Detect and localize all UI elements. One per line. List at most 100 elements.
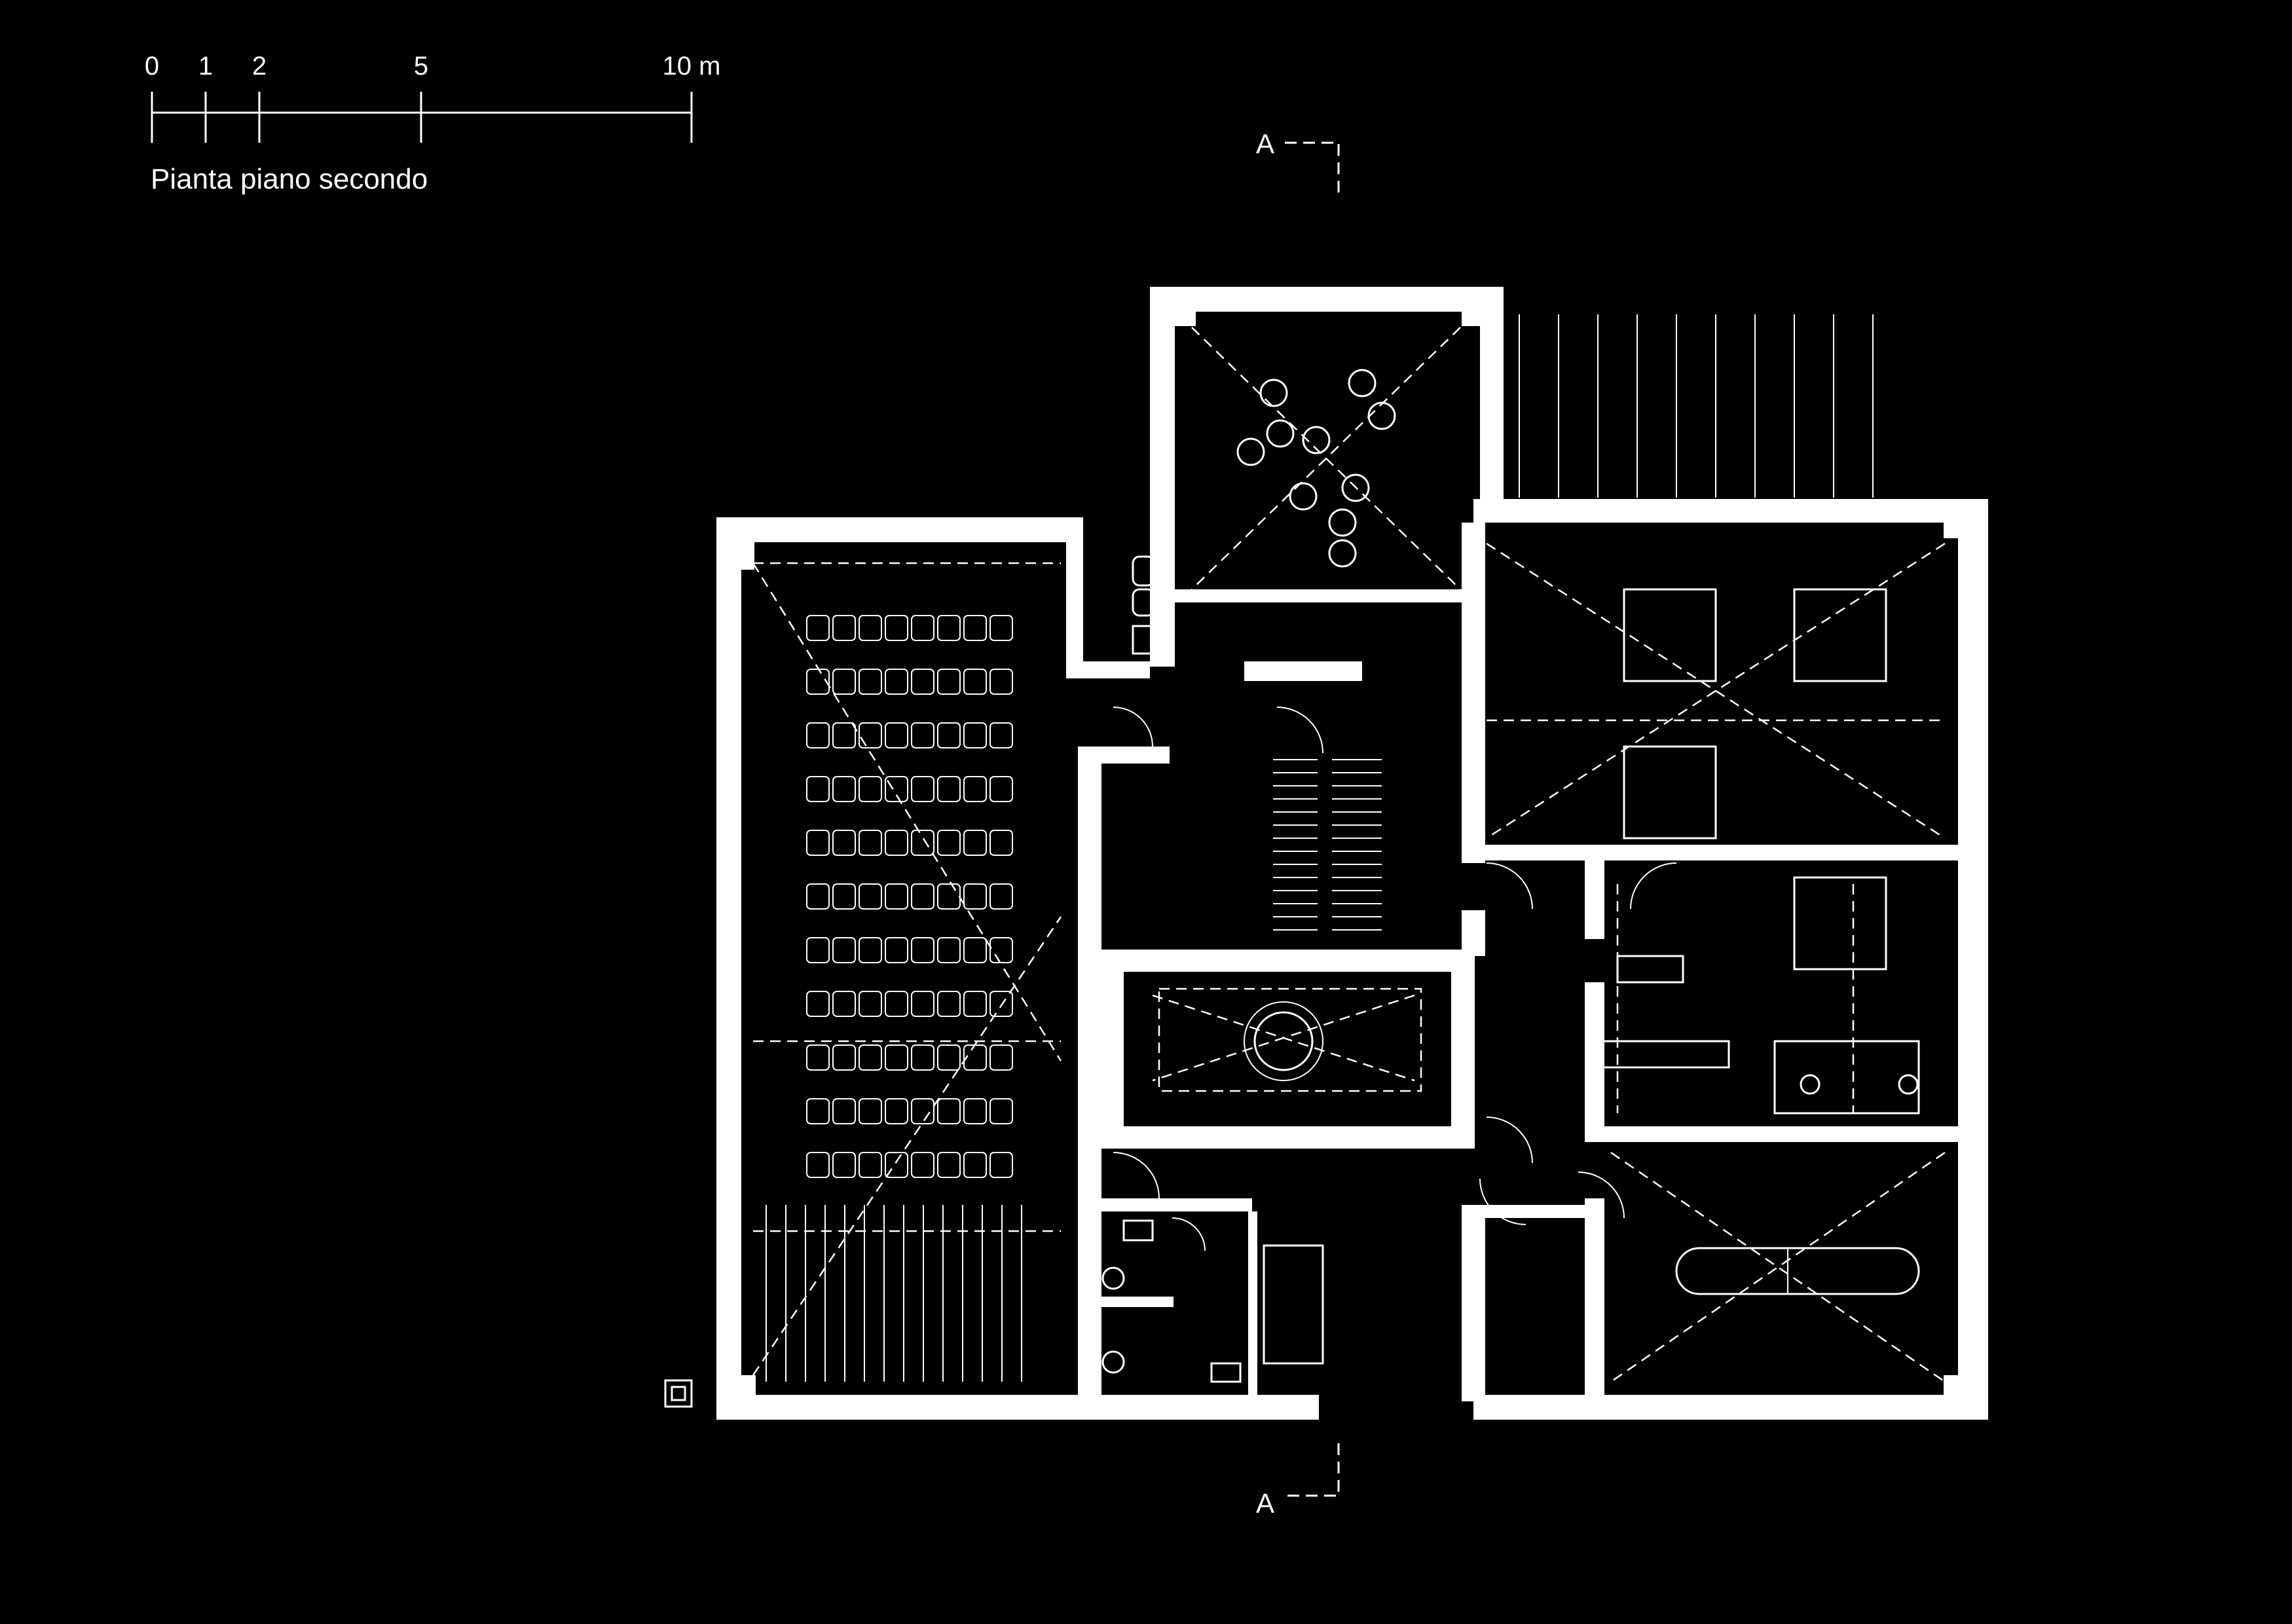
seat <box>937 883 961 910</box>
main-staircase <box>1273 759 1382 931</box>
seat <box>885 883 908 910</box>
seat <box>963 830 987 856</box>
seat <box>832 883 856 910</box>
terrace-hatch <box>1519 314 1874 498</box>
seat <box>937 722 961 748</box>
seat <box>963 776 987 802</box>
seat <box>937 991 961 1017</box>
seat <box>832 722 856 748</box>
seat <box>963 615 987 641</box>
seat <box>989 1098 1013 1124</box>
section-line-bottom <box>1285 1443 1340 1497</box>
seat <box>963 1098 987 1124</box>
section-label-top: A <box>1256 128 1274 159</box>
scale-label-0: 0 <box>145 52 159 81</box>
seat <box>911 1152 934 1178</box>
seat <box>963 883 987 910</box>
seat <box>937 830 961 856</box>
lecture-hall-steps <box>766 1205 1022 1382</box>
sofa <box>1263 1244 1324 1365</box>
seat <box>989 937 1013 963</box>
seat <box>832 1098 856 1124</box>
seat <box>806 722 830 748</box>
seat <box>885 1098 908 1124</box>
seat <box>832 669 856 695</box>
seat <box>806 937 830 963</box>
seat <box>859 830 882 856</box>
seat <box>885 722 908 748</box>
seat <box>806 776 830 802</box>
seat <box>885 830 908 856</box>
seat <box>859 883 882 910</box>
seat <box>885 776 908 802</box>
seat <box>937 1044 961 1071</box>
lecture-hall-seating <box>806 615 1013 1178</box>
scale-label-2: 2 <box>252 52 267 81</box>
seat <box>885 1044 908 1071</box>
seat <box>859 615 882 641</box>
seat <box>911 883 934 910</box>
bathroom-fixtures <box>1101 555 1242 1383</box>
seat <box>937 1152 961 1178</box>
seat <box>885 1152 908 1178</box>
seat <box>989 991 1013 1017</box>
seat <box>885 937 908 963</box>
seat <box>911 991 934 1017</box>
seat <box>989 1152 1013 1178</box>
seat <box>937 937 961 963</box>
seat <box>989 669 1013 695</box>
seat <box>859 937 882 963</box>
seat <box>989 830 1013 856</box>
seat <box>806 883 830 910</box>
seat <box>859 669 882 695</box>
scale-bar: 0 1 2 5 10 m Pianta piano secondo <box>145 52 721 195</box>
seat <box>859 722 882 748</box>
seat <box>989 1044 1013 1071</box>
seat <box>989 776 1013 802</box>
scale-label-1: 1 <box>198 52 213 81</box>
seat <box>911 830 934 856</box>
seat <box>859 776 882 802</box>
exterior-walls <box>716 287 1988 1420</box>
seat <box>989 615 1013 641</box>
seat <box>911 669 934 695</box>
section-marker-bottom: A <box>1256 1443 1340 1519</box>
building-plan <box>664 287 1988 1420</box>
seat <box>937 776 961 802</box>
seat <box>806 615 830 641</box>
seat <box>832 615 856 641</box>
seat <box>989 722 1013 748</box>
seat <box>832 776 856 802</box>
seat <box>832 1044 856 1071</box>
meeting-table <box>1675 1247 1920 1295</box>
scale-label-5: 5 <box>414 52 428 81</box>
seat <box>963 1152 987 1178</box>
seat <box>832 991 856 1017</box>
seat <box>859 1044 882 1071</box>
seat <box>832 937 856 963</box>
section-marker-top: A <box>1256 128 1340 195</box>
section-line-top <box>1285 141 1340 195</box>
seat <box>885 669 908 695</box>
column-marker-inner <box>671 1386 686 1401</box>
ceiling-dashed-lines <box>752 327 1946 1383</box>
seat <box>963 991 987 1017</box>
seat <box>937 1098 961 1124</box>
seat <box>806 830 830 856</box>
seat <box>911 1098 934 1124</box>
seat <box>859 991 882 1017</box>
office-furniture <box>1590 588 1920 1115</box>
interior-walls <box>1066 523 1972 1401</box>
column-marker <box>664 1379 693 1408</box>
seat <box>937 615 961 641</box>
seat <box>911 722 934 748</box>
seat <box>911 776 934 802</box>
seat <box>963 669 987 695</box>
seat <box>859 1098 882 1124</box>
seat <box>806 1044 830 1071</box>
seat <box>963 722 987 748</box>
seat <box>911 615 934 641</box>
seat <box>911 1044 934 1071</box>
scale-label-10: 10 m <box>663 52 721 81</box>
